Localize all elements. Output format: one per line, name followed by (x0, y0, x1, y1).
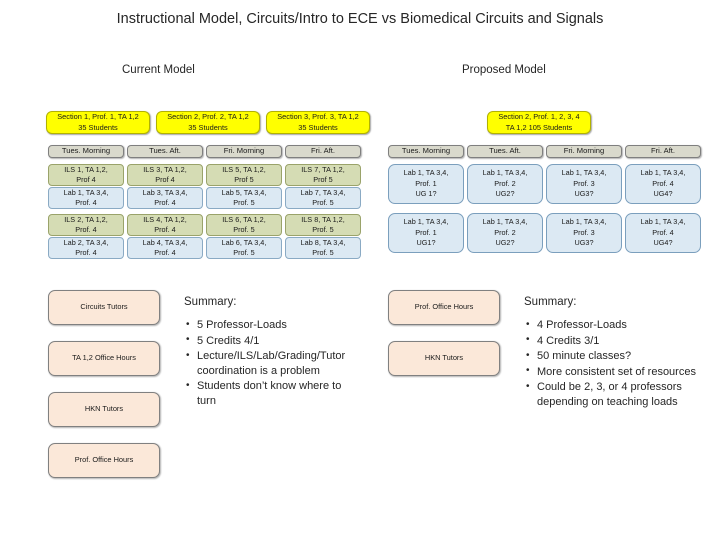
current-lab-box-1[interactable]: Lab 1, TA 3,4, Prof. 4 (48, 187, 124, 209)
current-lab-box-4[interactable]: Lab 4, TA 3,4, Prof. 4 (127, 237, 203, 259)
proposed-tutor-box-hkn-tutors[interactable]: HKN Tutors (388, 341, 500, 376)
current-day-header-tues-morning[interactable]: Tues. Morning (48, 145, 124, 158)
current-day-header-fri-aft[interactable]: Fri. Aft. (285, 145, 361, 158)
summary-proposed-list: 4 Professor-Loads 4 Credits 3/1 50 minut… (524, 318, 704, 409)
current-lab-box-2[interactable]: Lab 2, TA 3,4, Prof. 4 (48, 237, 124, 259)
current-ils-box-1[interactable]: ILS 1, TA 1,2, Prof 4 (48, 164, 124, 186)
current-day-header-tues-aft[interactable]: Tues. Aft. (127, 145, 203, 158)
current-ils-box-8[interactable]: ILS 8, TA 1,2, Prof. 5 (285, 214, 361, 236)
proposed-day-header-tues-morning[interactable]: Tues. Morning (388, 145, 464, 158)
current-ils-box-2[interactable]: ILS 2, TA 1,2, Prof. 4 (48, 214, 124, 236)
summary-proposed-bullet-2: 4 Credits 3/1 (526, 333, 704, 349)
proposed-section-box[interactable]: Section 2, Prof. 1, 2, 3, 4 TA 1,2 105 S… (487, 111, 591, 134)
current-lab-box-5[interactable]: Lab 5, TA 3,4, Prof. 5 (206, 187, 282, 209)
current-lab-box-7[interactable]: Lab 7, TA 3,4, Prof. 5 (285, 187, 361, 209)
current-lab-box-3[interactable]: Lab 3, TA 3,4, Prof. 4 (127, 187, 203, 209)
summary-current-list: 5 Professor-Loads 5 Credits 4/1 Lecture/… (184, 318, 360, 408)
current-ils-box-3[interactable]: ILS 3, TA 1,2, Prof 4 (127, 164, 203, 186)
current-ils-box-7[interactable]: ILS 7, TA 1,2, Prof 5 (285, 164, 361, 186)
current-day-header-fri-morning[interactable]: Fri. Morning (206, 145, 282, 158)
proposed-lab-box-4-2[interactable]: Lab 1, TA 3,4, Prof. 4 UG4? (625, 213, 701, 253)
current-lab-box-6[interactable]: Lab 6, TA 3,4, Prof. 5 (206, 237, 282, 259)
proposed-day-header-fri-aft[interactable]: Fri. Aft. (625, 145, 701, 158)
summary-proposed-bullet-4: More consistent set of resources (526, 364, 704, 380)
current-ils-box-4[interactable]: ILS 4, TA 1,2, Prof. 4 (127, 214, 203, 236)
current-section-box-1[interactable]: Section 1, Prof. 1, TA 1,2 35 Students (46, 111, 150, 134)
current-lab-box-8[interactable]: Lab 8, TA 3,4, Prof. 5 (285, 237, 361, 259)
summary-current-bullet-1: 5 Professor-Loads (186, 318, 360, 333)
proposed-lab-box-3-1[interactable]: Lab 1, TA 3,4, Prof. 3 UG3? (546, 164, 622, 204)
current-ils-box-6[interactable]: ILS 6, TA 1,2, Prof. 5 (206, 214, 282, 236)
current-tutor-box-hkn-tutors[interactable]: HKN Tutors (48, 392, 160, 427)
summary-current-bullet-2: 5 Credits 4/1 (186, 333, 360, 349)
current-tutor-box-circuits-tutors[interactable]: Circuits Tutors (48, 290, 160, 325)
proposed-lab-box-3-2[interactable]: Lab 1, TA 3,4, Prof. 3 UG3? (546, 213, 622, 253)
proposed-tutor-box-prof-office-hours[interactable]: Prof. Office Hours (388, 290, 500, 325)
summary-proposed-bullet-5: Could be 2, 3, or 4 professors depending… (526, 380, 704, 409)
current-ils-box-5[interactable]: ILS 5, TA 1,2, Prof 5 (206, 164, 282, 186)
proposed-lab-box-4-1[interactable]: Lab 1, TA 3,4, Prof. 4 UG4? (625, 164, 701, 204)
page-title: Instructional Model, Circuits/Intro to E… (116, 11, 604, 27)
proposed-day-header-fri-morning[interactable]: Fri. Morning (546, 145, 622, 158)
summary-proposed-model: Summary: 4 Professor-Loads 4 Credits 3/1… (524, 296, 704, 410)
proposed-lab-box-1-1[interactable]: Lab 1, TA 3,4, Prof. 1 UG 1? (388, 164, 464, 204)
current-tutor-box-ta-office-hours[interactable]: TA 1,2 Office Hours (48, 341, 160, 376)
summary-current-bullet-3: Lecture/ILS/Lab/Grading/Tutor coordinati… (186, 349, 360, 378)
heading-proposed-model: Proposed Model (462, 64, 546, 76)
current-section-box-2[interactable]: Section 2, Prof. 2, TA 1,2 35 Students (156, 111, 260, 134)
proposed-lab-box-2-1[interactable]: Lab 1, TA 3,4, Prof. 2 UG2? (467, 164, 543, 204)
summary-proposed-bullet-3: 50 minute classes? (526, 349, 704, 364)
proposed-lab-box-2-2[interactable]: Lab 1, TA 3,4, Prof. 2 UG2? (467, 213, 543, 253)
summary-current-model: Summary: 5 Professor-Loads 5 Credits 4/1… (184, 296, 360, 409)
proposed-lab-box-1-2[interactable]: Lab 1, TA 3,4, Prof. 1 UG1? (388, 213, 464, 253)
current-tutor-box-prof-office-hours[interactable]: Prof. Office Hours (48, 443, 160, 478)
heading-current-model: Current Model (122, 64, 195, 76)
summary-current-title: Summary: (184, 296, 237, 308)
current-section-box-3[interactable]: Section 3, Prof. 3, TA 1,2 35 Students (266, 111, 370, 134)
summary-proposed-title: Summary: (524, 296, 577, 308)
summary-current-bullet-4: Students don’t know where to turn (186, 379, 360, 408)
summary-proposed-bullet-1: 4 Professor-Loads (526, 318, 704, 333)
proposed-day-header-tues-aft[interactable]: Tues. Aft. (467, 145, 543, 158)
